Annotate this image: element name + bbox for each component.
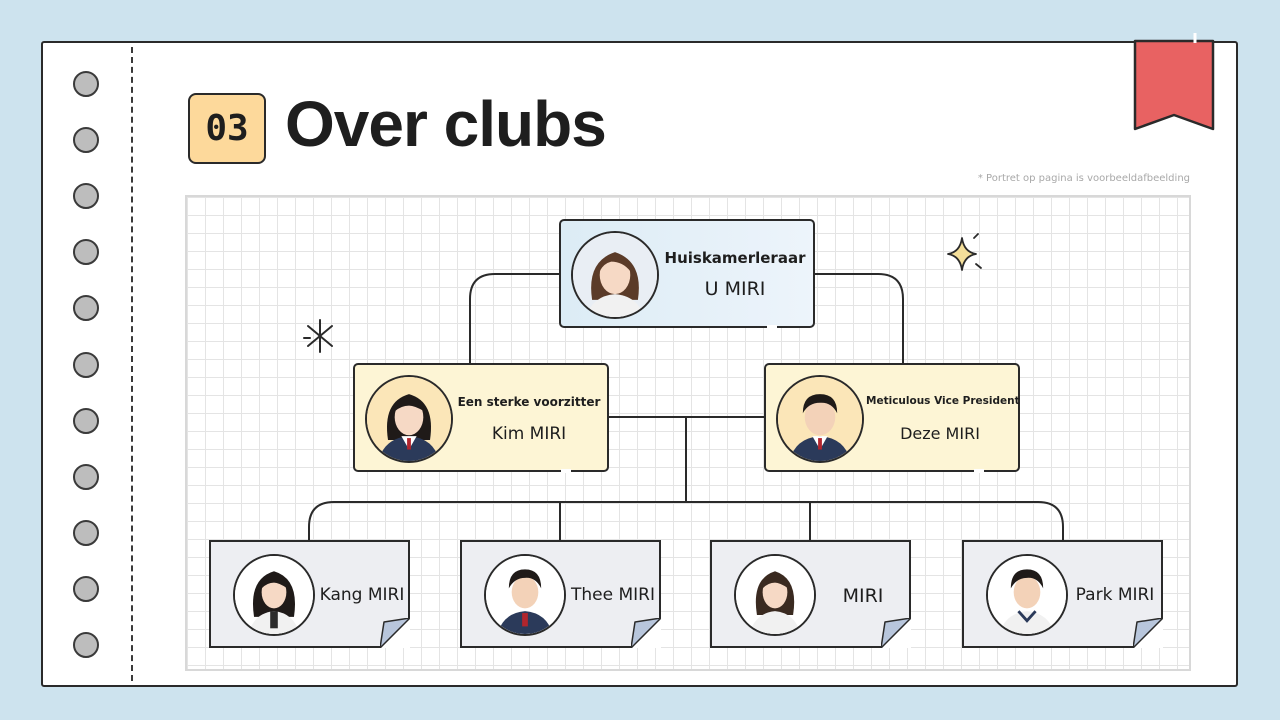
page-fold-icon (380, 618, 410, 648)
node-president[interactable]: Een sterke voorzitter Kim MIRI (353, 363, 609, 473)
binder-ring (73, 239, 99, 265)
node-member-2[interactable]: Thee MIRI (460, 540, 661, 648)
connector-top-left (469, 273, 560, 364)
page-fold-icon (631, 618, 661, 648)
node-tick (767, 325, 777, 329)
binder-ring (73, 127, 99, 153)
node-name: U MIRI (704, 278, 766, 300)
node-name: Kim MIRI (491, 424, 567, 444)
avatar (734, 554, 816, 636)
portrait-boy-icon (486, 556, 564, 634)
portrait-note: * Portret op pagina is voorbeeldafbeeldi… (977, 173, 1190, 184)
avatar (365, 375, 453, 463)
page-fold-icon (881, 618, 911, 648)
avatar (776, 375, 864, 463)
node-name: Deze MIRI (900, 424, 980, 443)
binder-ring (73, 576, 99, 602)
portrait-girl-icon (736, 556, 814, 634)
binder-ring (73, 295, 99, 321)
member-name: MIRI (842, 585, 884, 607)
node-vice-president[interactable]: Meticulous Vice President Deze MIRI (764, 363, 1020, 473)
binder-ring (73, 464, 99, 490)
binder-ring (73, 352, 99, 378)
portrait-woman-icon (573, 233, 657, 317)
avatar (484, 554, 566, 636)
member-name: Park MIRI (1075, 585, 1155, 605)
binder-ring (73, 71, 99, 97)
portrait-boy-icon (988, 556, 1066, 634)
bookmark-icon (1133, 33, 1215, 131)
connector-bottom-bar (308, 501, 1064, 541)
node-role: Meticulous Vice President (866, 395, 1020, 407)
node-member-1[interactable]: Kang MIRI (209, 540, 410, 648)
perforation-line (131, 47, 133, 681)
binder-ring (73, 183, 99, 209)
node-homeroom-teacher[interactable]: Huiskamerleraar U MIRI (559, 219, 815, 329)
connector-top-right (814, 273, 904, 364)
binder-ring (73, 520, 99, 546)
portrait-girl-icon (235, 556, 313, 634)
node-role: Huiskamerleraar (664, 249, 806, 267)
binder-rings (43, 43, 133, 685)
node-role: Een sterke voorzitter (457, 395, 601, 409)
page-title: Over clubs (285, 88, 607, 160)
node-member-4[interactable]: Park MIRI (962, 540, 1163, 648)
member-name: Kang MIRI (319, 585, 405, 605)
portrait-boy-icon (778, 377, 862, 461)
node-tick (561, 469, 571, 473)
node-tick (974, 469, 984, 473)
member-name: Thee MIRI (571, 585, 655, 605)
binder-ring (73, 632, 99, 658)
node-member-3[interactable]: MIRI (710, 540, 911, 648)
avatar (571, 231, 659, 319)
page-fold-icon (1133, 618, 1163, 648)
avatar (986, 554, 1068, 636)
binder-ring (73, 408, 99, 434)
portrait-girl-icon (367, 377, 451, 461)
section-number-badge: 03 (188, 93, 266, 164)
sparkle-diamond-icon (947, 233, 982, 271)
avatar (233, 554, 315, 636)
sparkle-star-icon (303, 319, 333, 353)
